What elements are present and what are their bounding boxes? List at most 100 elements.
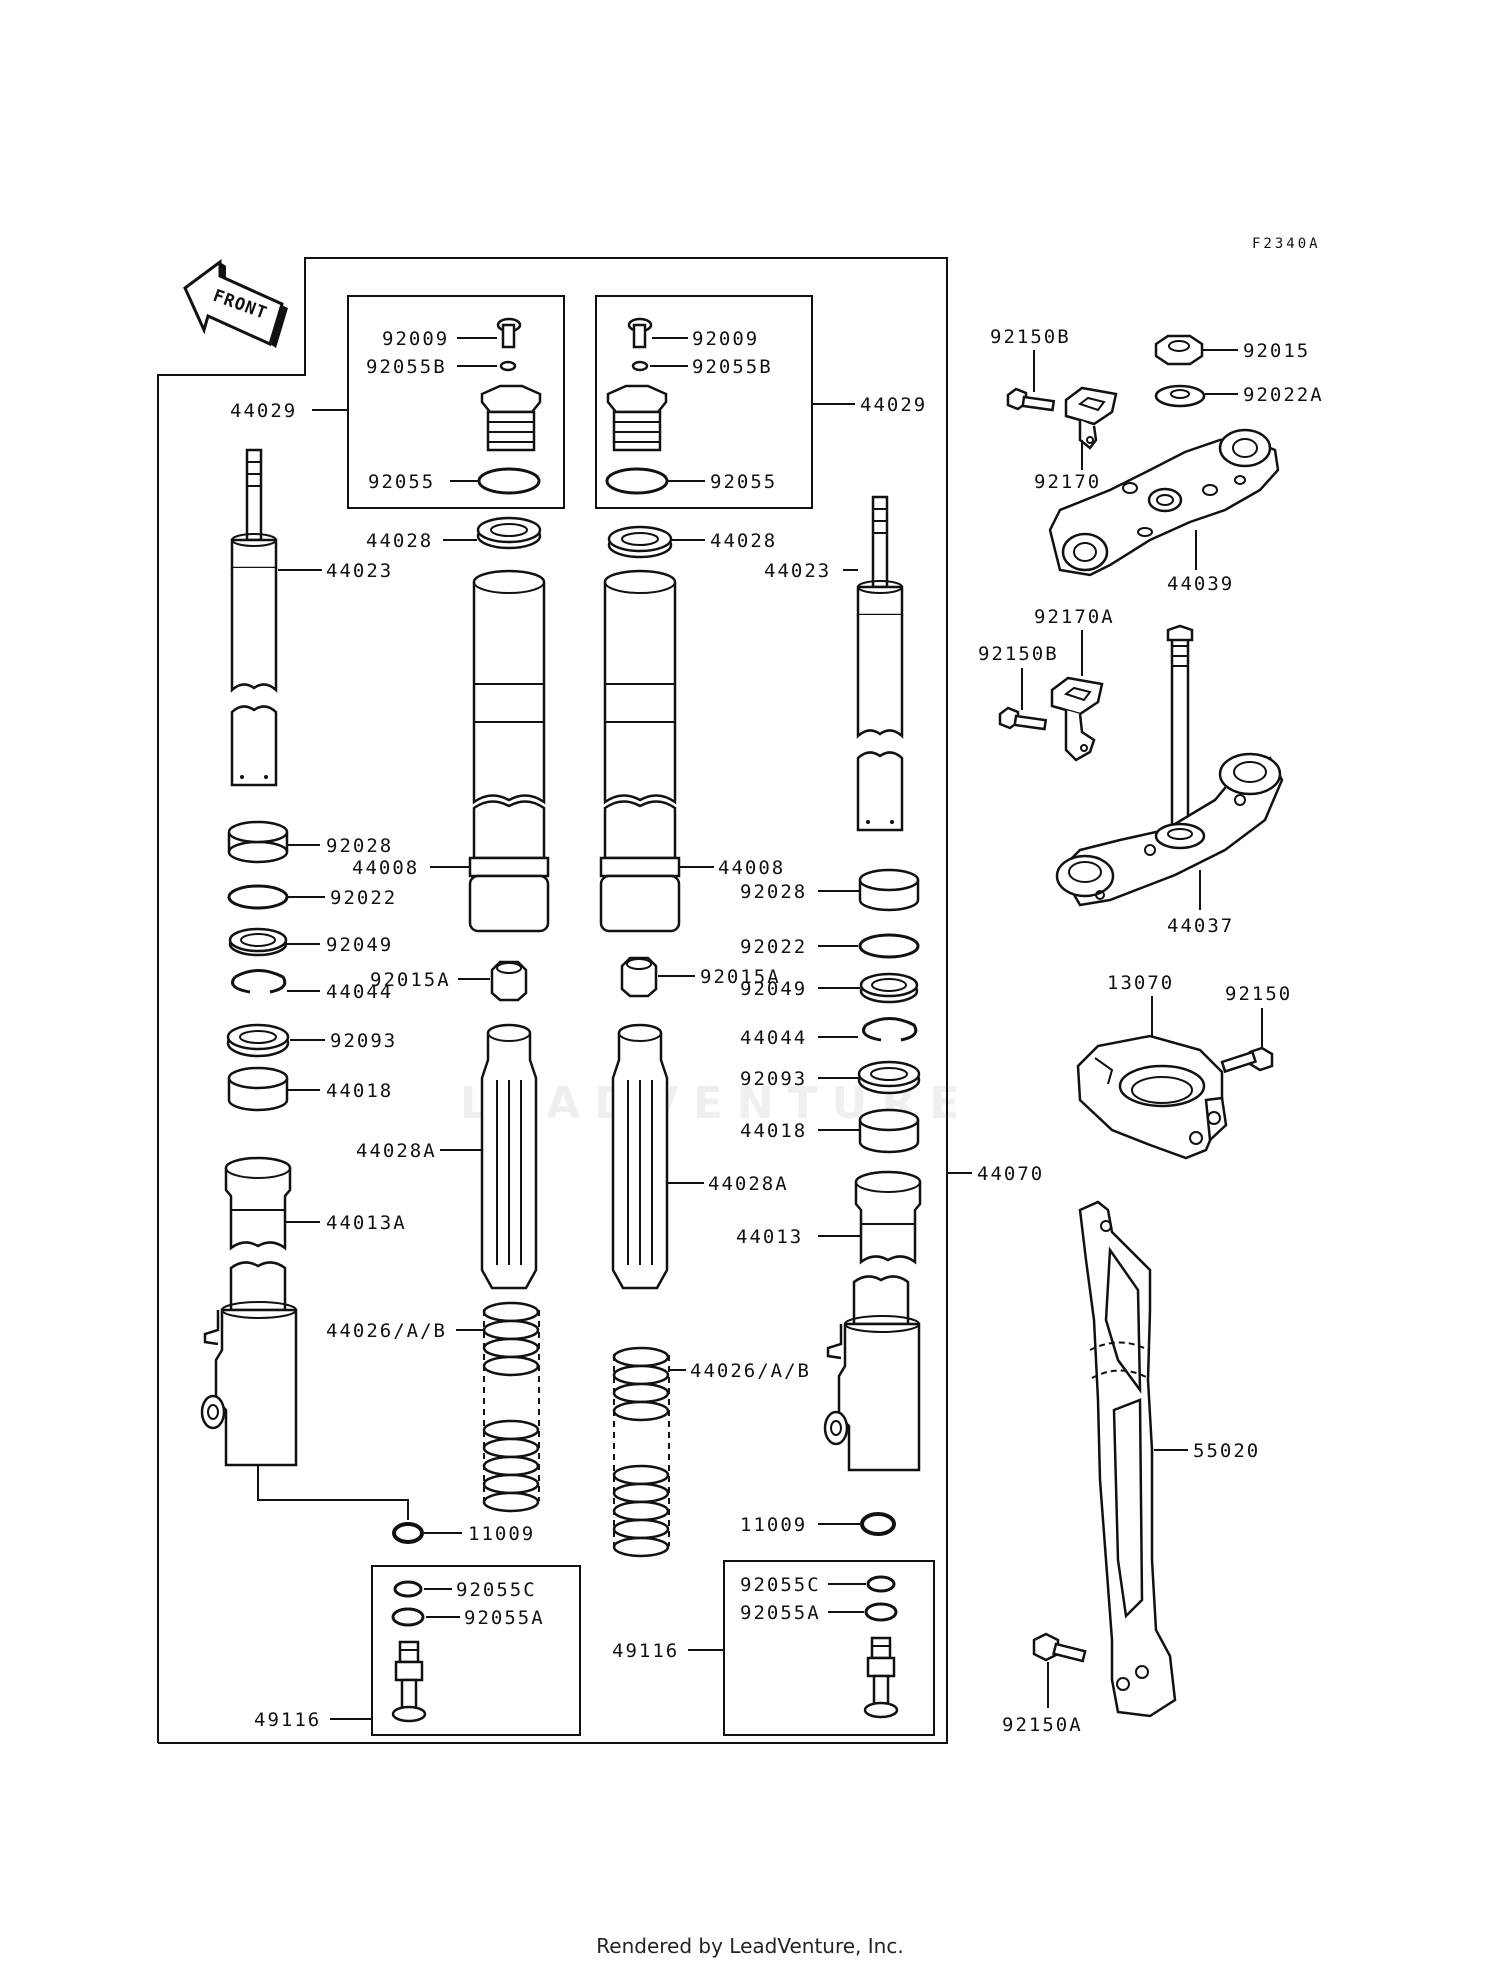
label-92055B-right: 92055B (692, 356, 773, 378)
assembly-outline (157, 257, 948, 1744)
label-92150A: 92150A (1002, 1714, 1083, 1736)
left-cap-box (347, 295, 565, 509)
left-base-valve-box (371, 1565, 581, 1736)
render-credit: Rendered by LeadVenture, Inc. (596, 1934, 904, 1958)
slide-bushing-icon (858, 868, 920, 912)
label-44039: 44039 (1167, 573, 1234, 595)
label-92022A: 92022A (1243, 384, 1324, 406)
handlebar-clamp-icon (1076, 1034, 1228, 1160)
circlip-icon (231, 969, 287, 994)
bushing-icon (476, 516, 542, 550)
washer-icon (1154, 384, 1206, 408)
fork-guard-icon (1078, 1200, 1177, 1718)
label-92055B-left: 92055B (366, 356, 447, 378)
front-arrow-icon: FRONT (183, 259, 288, 348)
label-44029-right: 44029 (860, 394, 927, 416)
label-44028A-right: 44028A (708, 1173, 789, 1195)
lower-triple-clamp-icon (1055, 624, 1284, 907)
label-44028-left: 44028 (366, 530, 433, 552)
outer-tube-icon (468, 569, 550, 933)
label-92055A-right: 92055A (740, 1602, 821, 1624)
bolt-icon (1032, 1632, 1087, 1663)
label-92028-right: 92028 (740, 881, 807, 903)
label-92150B-mid: 92150B (978, 643, 1059, 665)
label-44044-right: 44044 (740, 1027, 807, 1049)
guide-bushing-icon (227, 1066, 289, 1112)
label-44023-left: 44023 (326, 560, 393, 582)
o-ring-icon (866, 1575, 896, 1593)
label-44018-right: 44018 (740, 1120, 807, 1142)
o-ring-icon (499, 360, 517, 372)
label-92093-right: 92093 (740, 1068, 807, 1090)
o-ring-icon (605, 467, 669, 495)
label-92015A-right: 92015A (700, 966, 781, 988)
gasket-icon (392, 1522, 424, 1544)
cylinder-unit-icon (611, 1023, 669, 1290)
label-92022-left: 92022 (330, 887, 397, 909)
label-92049-right: 92049 (740, 978, 807, 1000)
label-44029-left: 44029 (230, 400, 297, 422)
mounting-bracket-icon (1064, 386, 1118, 450)
fork-spring-icon (482, 1301, 540, 1513)
damper-rod-icon (230, 448, 278, 787)
label-92055-left: 92055 (368, 471, 435, 493)
o-ring-icon (391, 1607, 425, 1627)
label-92015: 92015 (1243, 340, 1310, 362)
outer-tube-icon (599, 569, 681, 933)
inner-tube-icon (224, 1156, 292, 1251)
nut-icon (620, 956, 658, 998)
fork-slider-icon (200, 1261, 298, 1467)
o-ring-icon (631, 360, 649, 372)
label-92150: 92150 (1225, 983, 1292, 1005)
label-44028A-left: 44028A (356, 1140, 437, 1162)
label-92049-left: 92049 (326, 934, 393, 956)
cap-bolt-icon (606, 384, 668, 452)
label-92150B-top: 92150B (990, 326, 1071, 348)
base-valve-icon (391, 1640, 427, 1723)
label-92009-right: 92009 (692, 328, 759, 350)
nut-icon (490, 960, 528, 1002)
label-44023-right: 44023 (764, 560, 831, 582)
label-92015A-left: 92015A (370, 969, 451, 991)
label-92055C-right: 92055C (740, 1574, 821, 1596)
washer-icon (858, 933, 920, 959)
cylinder-unit-icon (480, 1023, 538, 1290)
guide-bushing-icon (858, 1108, 920, 1154)
diagram-code: F2340A (1252, 236, 1321, 252)
bolt-icon (1006, 387, 1056, 412)
fork-slider-icon (823, 1275, 921, 1472)
upper-triple-clamp-icon (1048, 428, 1280, 577)
inner-tube-icon (854, 1170, 922, 1265)
label-11009-right: 11009 (740, 1514, 807, 1536)
label-92093-left: 92093 (330, 1030, 397, 1052)
oil-seal-icon (228, 927, 288, 957)
label-44008-right: 44008 (718, 857, 785, 879)
label-44018-left: 44018 (326, 1080, 393, 1102)
label-49116-right: 49116 (612, 1640, 679, 1662)
label-49116-left: 49116 (254, 1709, 321, 1731)
damper-rod-icon (856, 495, 904, 832)
screw-icon (496, 317, 522, 349)
label-92170A: 92170A (1034, 606, 1115, 628)
label-92055A-left: 92055A (464, 1607, 545, 1629)
oil-seal-icon (859, 972, 919, 1004)
label-92055-right: 92055 (710, 471, 777, 493)
o-ring-icon (477, 467, 541, 495)
label-92022-right: 92022 (740, 936, 807, 958)
label-92009-left: 92009 (382, 328, 449, 350)
cap-bolt-icon (480, 384, 542, 452)
o-ring-icon (864, 1602, 898, 1622)
washer-icon (227, 884, 289, 910)
label-44008-left: 44008 (352, 857, 419, 879)
bolt-icon (1220, 1046, 1274, 1074)
bushing-icon (607, 525, 673, 559)
base-valve-icon (863, 1636, 899, 1719)
label-55020: 55020 (1193, 1440, 1260, 1462)
label-11009-left: 11009 (468, 1523, 535, 1545)
label-44026-right: 44026/A/B (690, 1360, 811, 1382)
nut-icon (1154, 334, 1204, 366)
dust-seal-icon (226, 1023, 290, 1058)
screw-icon (627, 317, 653, 349)
circlip-icon (862, 1017, 918, 1042)
